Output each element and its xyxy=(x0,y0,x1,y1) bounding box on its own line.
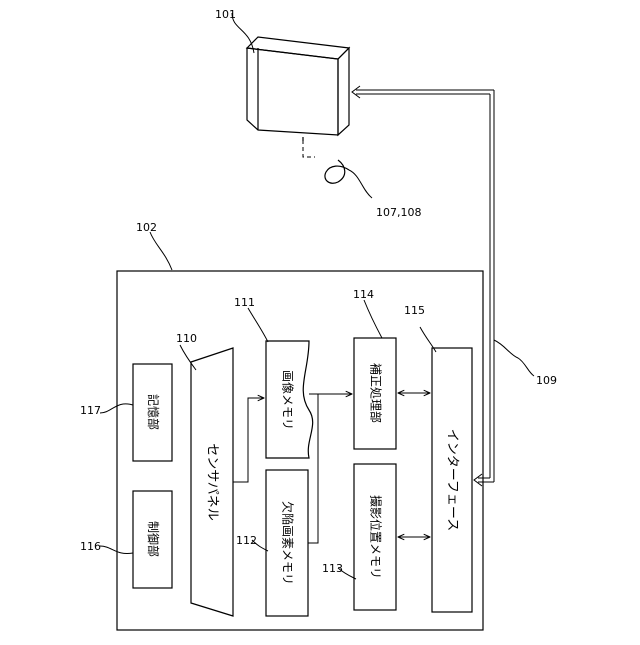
defect-memory-label: 欠陥画素メモリ xyxy=(281,501,296,585)
ref-107-108: 107,108 xyxy=(376,206,422,219)
ref-114: 114 xyxy=(353,288,374,301)
dashed-link-107 xyxy=(303,140,315,157)
interface-label: インターフェース xyxy=(445,429,460,532)
correction-label: 補正処理部 xyxy=(369,363,384,423)
ref-110: 110 xyxy=(176,332,197,345)
ref-101: 101 xyxy=(215,8,236,21)
ref-102: 102 xyxy=(136,221,157,234)
position-memory-label: 撮影位置メモリ xyxy=(369,495,384,579)
ref-113: 113 xyxy=(322,562,343,575)
sensor-panel-label: センサパネル xyxy=(205,443,220,520)
leader-102 xyxy=(150,232,172,270)
leader-109 xyxy=(494,340,534,376)
leader-114 xyxy=(364,300,382,338)
leader-115 xyxy=(420,327,436,352)
leader-110 xyxy=(180,345,196,370)
xray-source-box xyxy=(247,37,349,135)
control-label: 制御部 xyxy=(146,521,161,557)
ref-111: 111 xyxy=(234,296,255,309)
ref-116: 116 xyxy=(80,540,101,553)
ref-112: 112 xyxy=(236,534,257,547)
leader-107 xyxy=(349,170,372,198)
ref-115: 115 xyxy=(404,304,425,317)
ref-109: 109 xyxy=(536,374,557,387)
leader-111 xyxy=(248,308,268,342)
ref-117: 117 xyxy=(80,404,101,417)
internal-connections xyxy=(233,393,430,543)
image-memory-label: 画像メモリ xyxy=(281,370,295,430)
loop-symbol-107 xyxy=(325,160,349,183)
storage-label: 記憶部 xyxy=(146,394,161,430)
